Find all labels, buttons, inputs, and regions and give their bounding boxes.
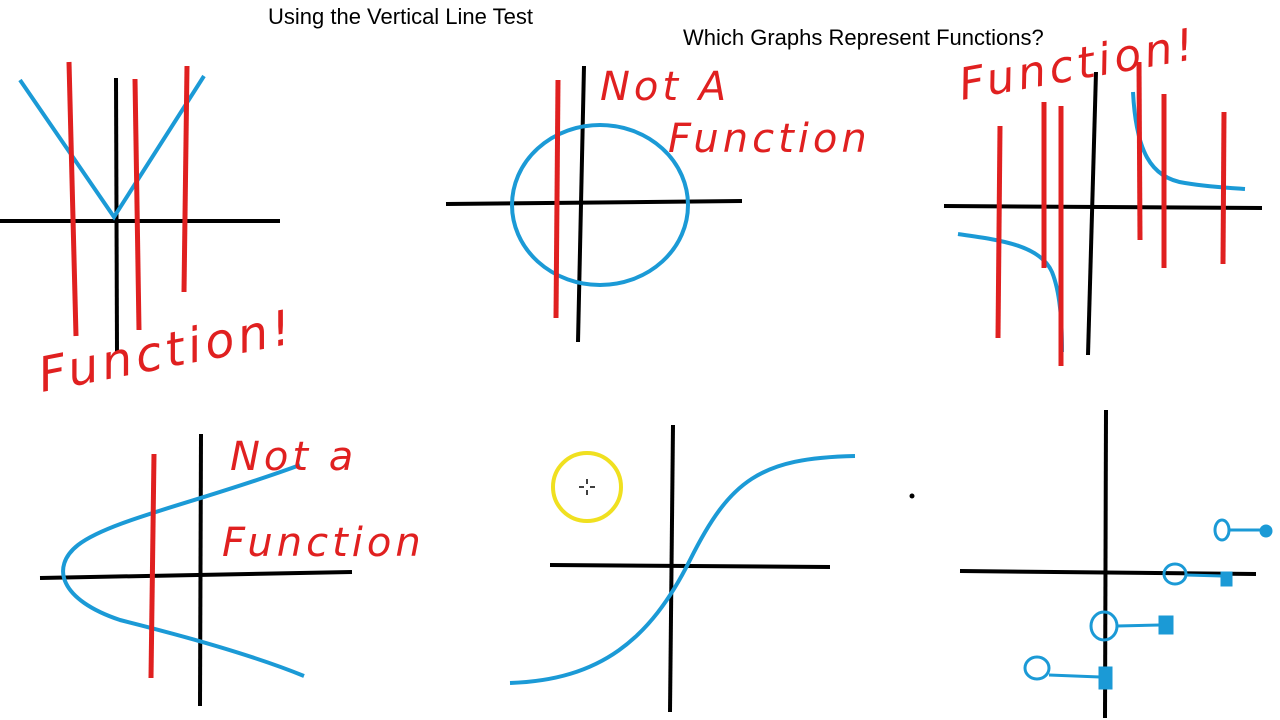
graph5-curve — [509, 454, 856, 685]
graph4-y-axis — [198, 433, 203, 707]
graph-sideways-parabola: Not a Function — [39, 433, 425, 707]
graph2-test-line — [553, 79, 561, 319]
graph6-mapping-4 — [1023, 655, 1113, 690]
graph-circle: Not A Function — [445, 64, 871, 343]
graph2-circle-curve — [510, 123, 690, 287]
graph-abs-value: Function! — [0, 61, 300, 404]
graph5-y-axis — [668, 424, 675, 713]
graph2-label-line2: Function — [668, 116, 871, 162]
graph1-test-line-2 — [132, 78, 142, 331]
graph6-mapping-1 — [1213, 518, 1273, 542]
graph1-v-curve — [18, 74, 206, 221]
graph4-x-axis — [39, 570, 353, 580]
graph1-test-line-1 — [66, 61, 79, 337]
graph4-parabola-curve — [61, 463, 305, 678]
graph2-x-axis — [445, 199, 743, 206]
graph3-test-line-1 — [995, 125, 1003, 339]
graph-s-curve — [509, 424, 915, 713]
graph4-test-line — [148, 453, 157, 679]
graph3-test-line-6 — [1220, 111, 1227, 265]
graph4-label-line1: Not a — [230, 434, 357, 480]
graph6-x-axis — [959, 569, 1257, 576]
graph6-mapping-2 — [1162, 562, 1233, 587]
graph6-mapping-3 — [1089, 610, 1174, 642]
graph2-y-axis — [576, 65, 586, 343]
graph4-label-line2: Function — [222, 520, 425, 566]
crosshair-cursor-icon — [579, 479, 595, 495]
graph3-y-axis — [1086, 71, 1098, 356]
graph3-curve-right — [1131, 91, 1246, 191]
stray-dot — [909, 493, 915, 499]
graph3-test-line-4 — [1136, 61, 1143, 241]
graph3-x-axis — [943, 204, 1263, 210]
graph-hyperbola: Function! — [943, 19, 1263, 366]
graph5-x-axis — [549, 563, 831, 569]
title-which-graphs: Which Graphs Represent Functions? — [683, 25, 1044, 50]
cursor-highlight — [551, 451, 623, 523]
graph1-test-line-3 — [181, 65, 190, 293]
graph-discrete-relation — [959, 409, 1273, 719]
title-vertical-line-test: Using the Vertical Line Test — [268, 4, 533, 29]
graph2-label-line1: Not A — [600, 64, 730, 110]
